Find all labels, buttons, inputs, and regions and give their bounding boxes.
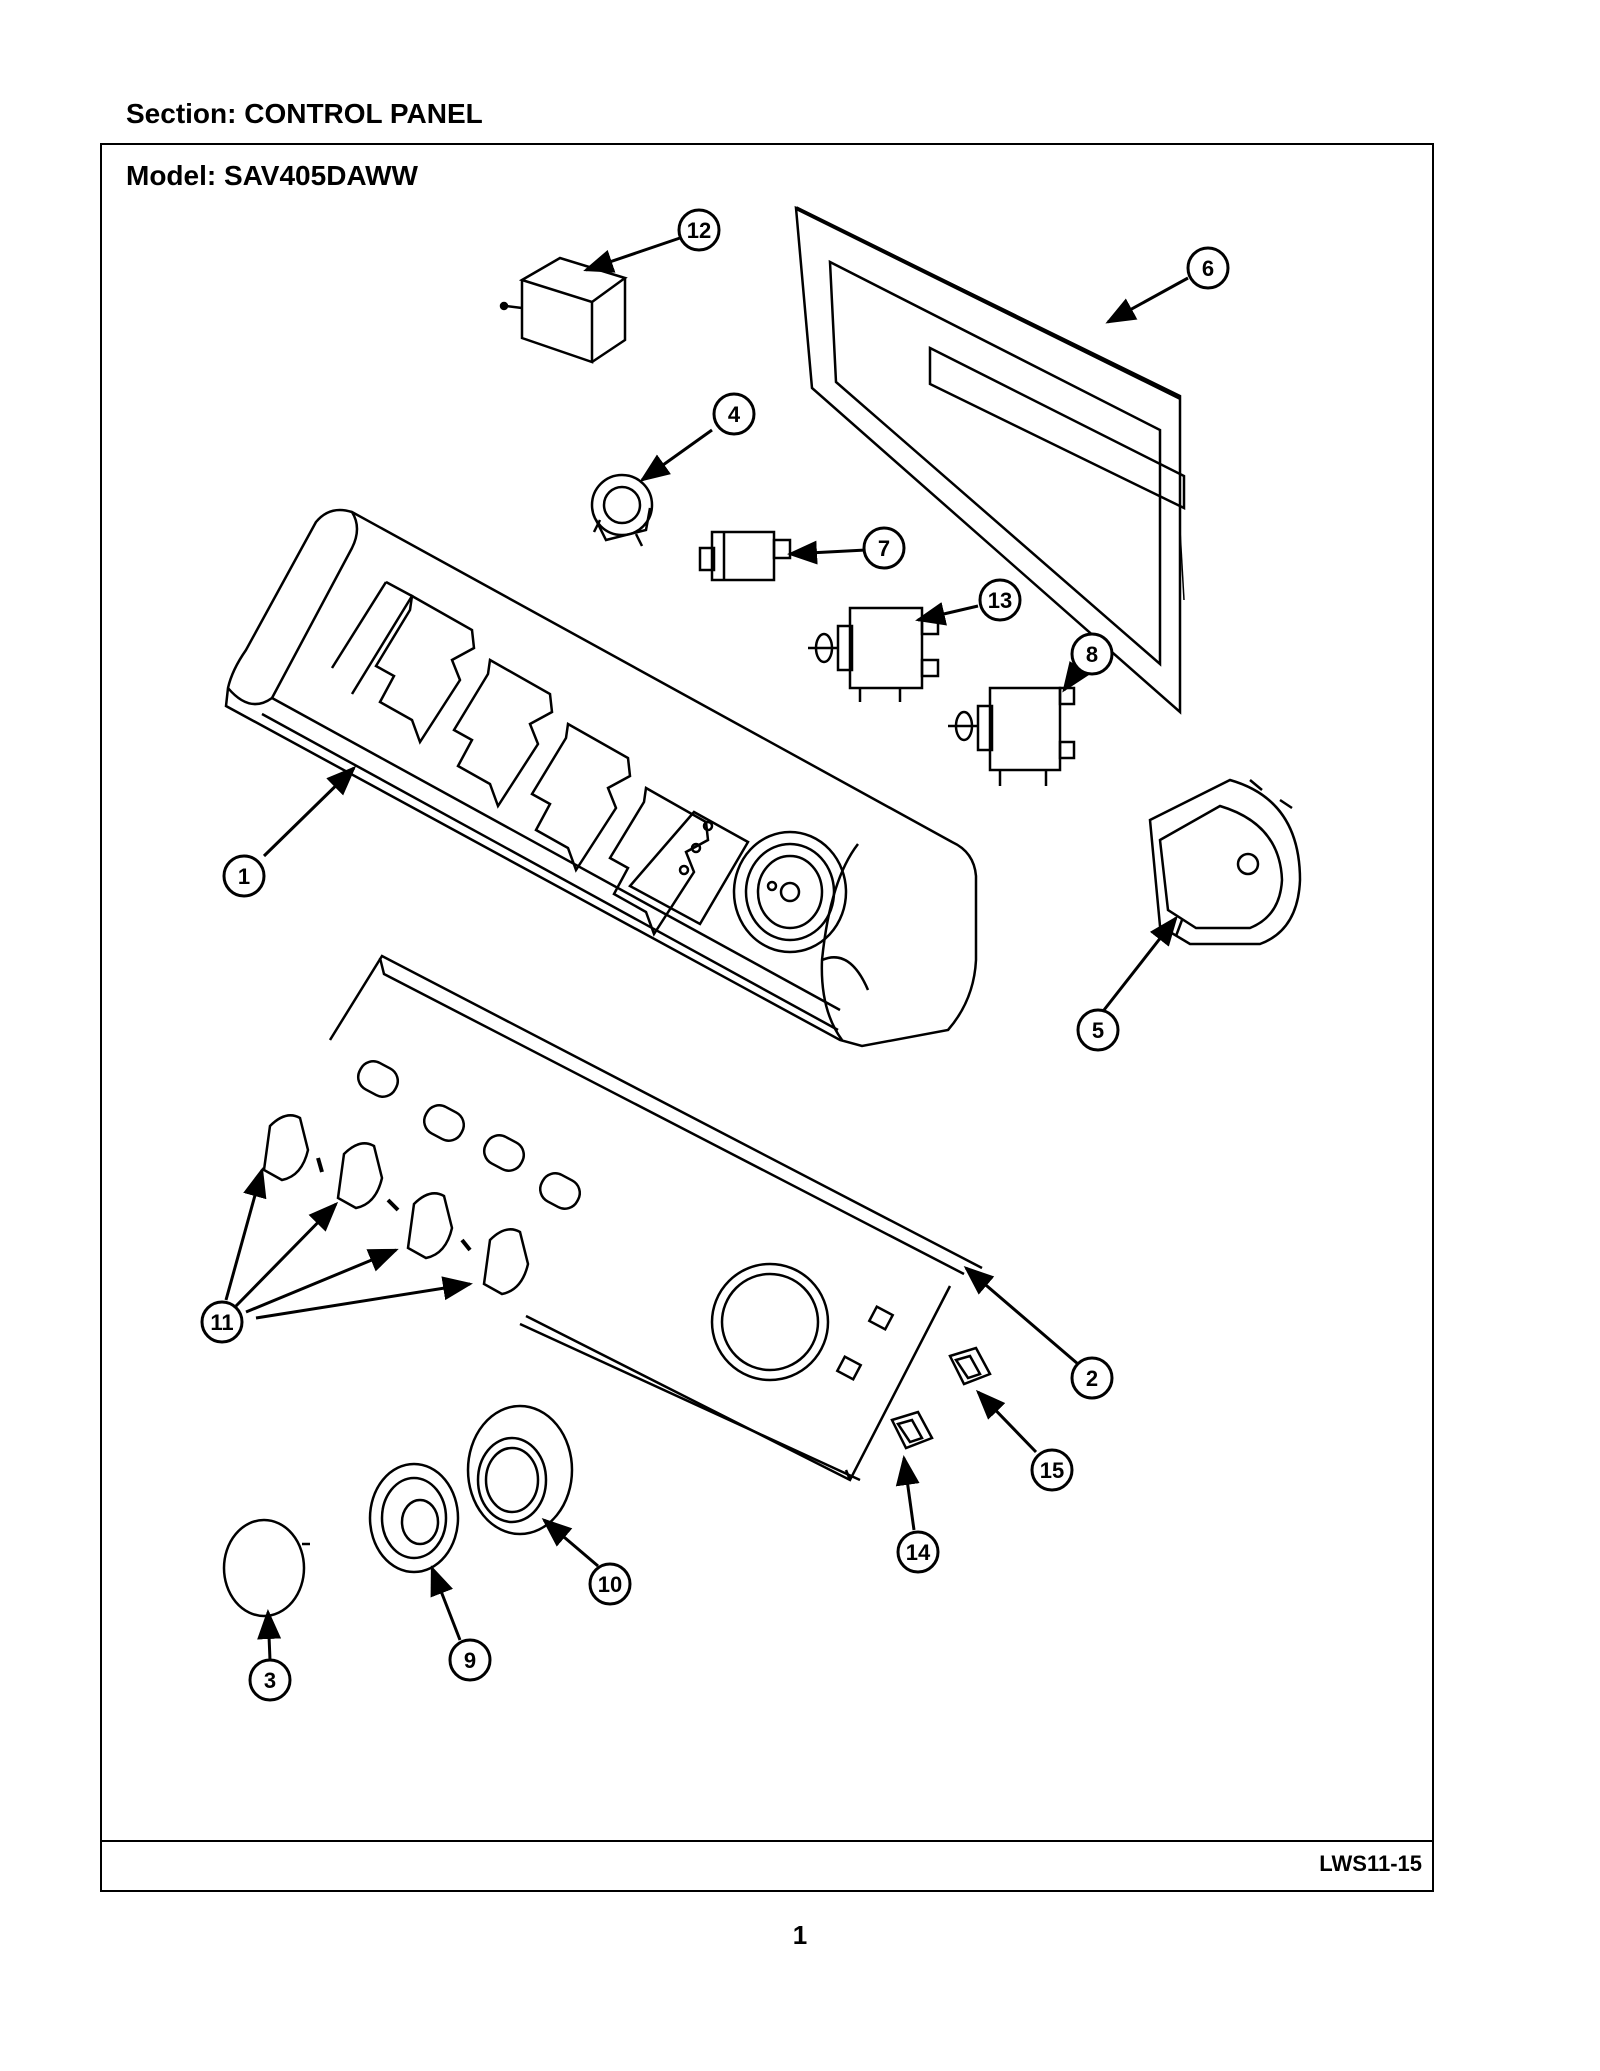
svg-text:12: 12	[687, 218, 711, 243]
leader-arrows	[224, 236, 1189, 1661]
callout-4: 4	[712, 392, 756, 436]
footer-divider	[100, 1840, 1434, 1842]
callout-8: 8	[1070, 632, 1114, 676]
part-front-panel	[328, 954, 983, 1482]
svg-text:7: 7	[878, 536, 890, 561]
model-title: Model: SAV405DAWW	[126, 160, 418, 191]
page-number: 1	[792, 1920, 808, 1950]
part-console-housing	[224, 508, 978, 1048]
callout-5: 5	[1076, 1008, 1120, 1052]
callout-11: 11	[200, 1300, 244, 1344]
callout-6: 6	[1186, 246, 1230, 290]
svg-text:14: 14	[906, 1540, 931, 1565]
part-switch-13	[808, 606, 940, 702]
callout-15: 15	[1030, 1448, 1074, 1492]
callout-10: 10	[588, 1562, 632, 1606]
callout-1: 1	[222, 854, 266, 898]
svg-text:1: 1	[238, 864, 250, 889]
part-switch-15	[948, 1346, 992, 1386]
part-pressure-switch	[590, 473, 654, 547]
callout-9: 9	[448, 1638, 492, 1682]
part-relay-box	[499, 256, 628, 364]
svg-text:6: 6	[1202, 256, 1214, 281]
diagram-code: LWS11-15	[1319, 1851, 1422, 1876]
svg-text:11: 11	[210, 1310, 233, 1335]
svg-text:4: 4	[728, 402, 741, 427]
svg-text:5: 5	[1092, 1018, 1104, 1043]
section-title: Section: CONTROL PANEL	[126, 98, 483, 129]
svg-text:3: 3	[264, 1668, 276, 1693]
svg-text:8: 8	[1086, 642, 1098, 667]
svg-text:13: 13	[988, 588, 1012, 613]
part-switch-7	[698, 530, 792, 582]
part-timer	[1148, 778, 1302, 946]
part-bezel-ring	[466, 1404, 574, 1536]
svg-text:10: 10	[598, 1572, 622, 1597]
part-rear-panel	[794, 205, 1186, 715]
part-knobs	[262, 1114, 530, 1296]
callout-2: 2	[1070, 1356, 1114, 1400]
svg-text:9: 9	[464, 1648, 476, 1673]
svg-text:2: 2	[1086, 1366, 1098, 1391]
svg-text:15: 15	[1040, 1458, 1064, 1483]
part-cap	[222, 1518, 310, 1618]
diagram-frame	[100, 143, 1434, 1892]
callout-12: 12	[677, 208, 721, 252]
callout-14: 14	[896, 1530, 940, 1574]
callout-3: 3	[248, 1658, 292, 1702]
callout-13: 13	[978, 578, 1022, 622]
part-switch-14	[890, 1410, 934, 1450]
part-dial	[368, 1462, 460, 1574]
callout-7: 7	[862, 526, 906, 570]
part-switch-8	[948, 686, 1076, 786]
